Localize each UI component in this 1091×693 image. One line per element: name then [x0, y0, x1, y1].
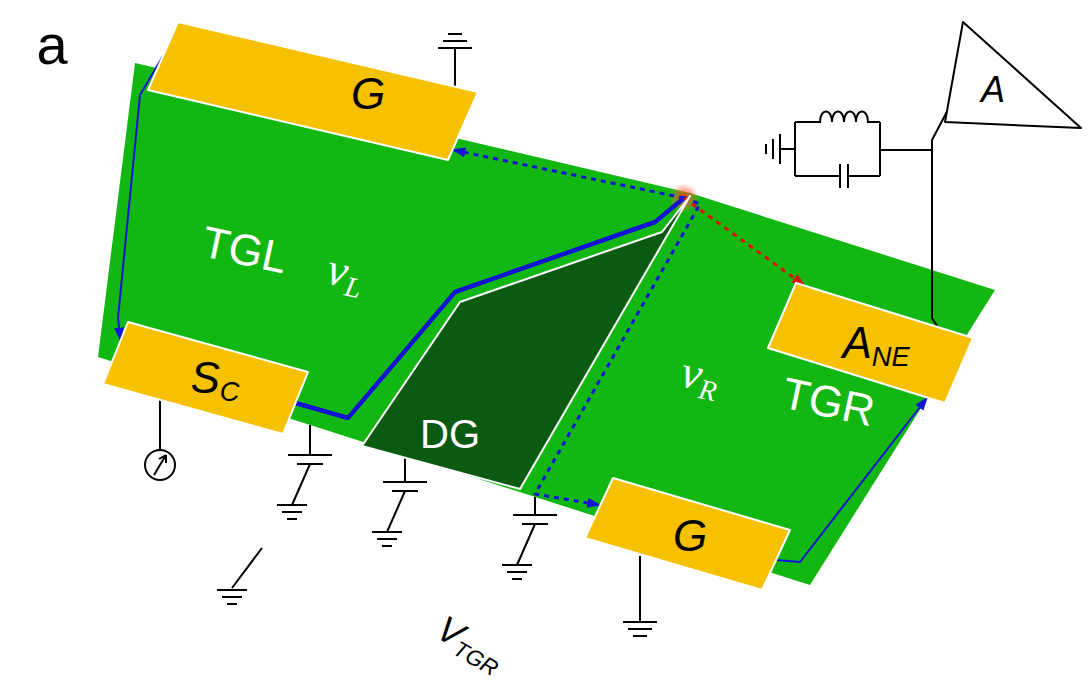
node-outline	[355, 190, 695, 495]
connector-path	[453, 150, 685, 198]
node-shape	[148, 22, 478, 160]
ground-symbol	[217, 548, 262, 604]
node-shape	[362, 196, 690, 489]
panel-letter: a	[36, 17, 67, 73]
contact-pad: G	[585, 478, 790, 590]
gate-region: DG	[355, 190, 695, 495]
amplifier-symbol: A	[935, 18, 1085, 133]
node-shape	[945, 22, 1081, 128]
node-shape	[585, 478, 790, 590]
wire	[159, 400, 161, 450]
gate-voltage-source	[372, 458, 427, 546]
ground-symbol	[623, 556, 657, 636]
text-subscript: C	[220, 375, 240, 406]
text-base: S	[190, 353, 219, 402]
node-label: DG	[420, 414, 480, 454]
current-source-arrow	[154, 455, 166, 475]
text-base: A	[842, 318, 871, 367]
text-subscript: TGR	[450, 636, 503, 681]
ground-symbol	[438, 34, 472, 87]
edge-connector	[118, 56, 163, 341]
contact-pad: G	[148, 22, 478, 160]
connector-path	[684, 198, 805, 286]
node-outline	[935, 18, 1085, 133]
gate-voltage-source	[502, 497, 557, 579]
lc-tank-circuit	[766, 112, 932, 189]
node-label: G	[673, 514, 707, 558]
node-label: A	[981, 72, 1005, 108]
node-label: SC	[190, 356, 239, 405]
current-source-symbol	[145, 450, 175, 480]
gate-voltage-source	[277, 425, 332, 519]
text-subscript: NE	[872, 340, 910, 371]
voltage-label: VTGR	[429, 610, 511, 681]
contact-pad: SC	[103, 322, 308, 434]
node-label: ANE	[842, 321, 909, 370]
node-shape	[103, 322, 308, 434]
edge-connector	[932, 112, 947, 327]
node-outline	[148, 22, 478, 160]
connector-path	[932, 112, 947, 327]
node-label: G	[351, 72, 385, 116]
mesa	[98, 63, 995, 585]
connector-path	[118, 56, 163, 341]
